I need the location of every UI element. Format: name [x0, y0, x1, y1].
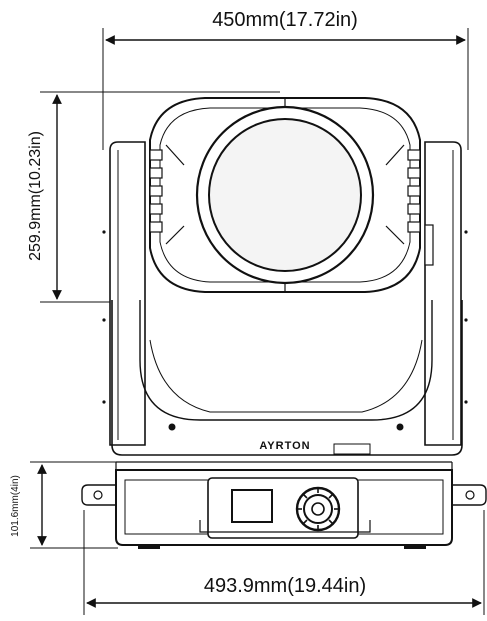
foot-right: [404, 545, 426, 549]
brand-logo: AYRTON: [259, 440, 371, 455]
base: [81, 461, 487, 549]
dimension-base-height: 101.6mm(4in): [10, 461, 118, 549]
dimension-head-height: 259.9mm(10.23in): [27, 91, 280, 303]
width-base-label: 493.9mm(19.44in): [204, 575, 366, 597]
foot-left: [138, 545, 160, 549]
dimension-top-width: 450mm(17.72in): [102, 9, 469, 150]
width-head-label: 450mm(17.72in): [212, 9, 358, 31]
brand-logo-text: AYRTON: [259, 440, 310, 452]
height-base-label: 101.6mm(4in): [10, 475, 21, 537]
height-head-label: 259.9mm(10.23in): [27, 131, 44, 261]
dimension-base-width: 493.9mm(19.44in): [83, 510, 485, 615]
yoke: [102, 141, 468, 456]
tilt-lock: [424, 224, 434, 266]
left-fins: [149, 144, 185, 245]
label-plate: [333, 443, 371, 455]
front-lens: [208, 118, 362, 272]
moving-head: [149, 97, 434, 293]
display-screen: [231, 489, 273, 523]
right-fins: [385, 144, 421, 245]
encoder-knob: [295, 486, 341, 532]
